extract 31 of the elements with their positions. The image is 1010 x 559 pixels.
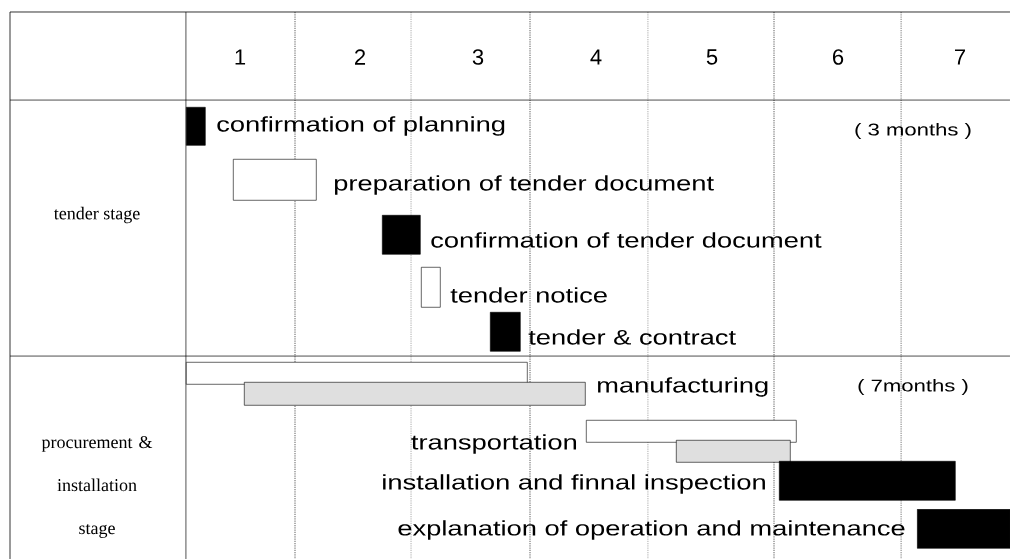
gantt-bar	[676, 440, 791, 463]
task-label: confirmation of tender document	[431, 232, 822, 248]
month-number: 5	[706, 49, 718, 65]
stage-label: procurement & installation stage	[41, 436, 153, 538]
task-label: confirmation of planning	[217, 116, 505, 136]
task-label: manufacturing	[598, 377, 768, 397]
month-number: 4	[590, 49, 602, 65]
gantt-bar	[490, 312, 521, 352]
task-label: installation and finnal inspection	[383, 474, 765, 494]
gantt-bar	[186, 107, 206, 146]
gantt-bar	[917, 509, 1010, 549]
duration-note: ( 3 months )	[855, 123, 971, 139]
gantt-bar	[586, 420, 797, 443]
month-number: 6	[833, 49, 844, 65]
duration-note: ( 7months )	[858, 379, 968, 395]
gantt-bar	[233, 159, 317, 201]
task-label: explanation of operation and maintenance	[398, 520, 905, 540]
month-number: 2	[355, 49, 365, 65]
stage-label: tender stage	[53, 206, 140, 224]
month-number: 7	[955, 49, 965, 65]
gantt-bar	[421, 267, 441, 308]
task-label: tender notice	[450, 287, 607, 303]
gantt-bar	[382, 215, 421, 255]
month-number: 3	[472, 49, 484, 65]
month-number: 1	[235, 49, 246, 65]
task-label: preparation of tender document	[334, 175, 714, 195]
gantt-bar	[244, 382, 586, 406]
gantt-bar	[186, 362, 528, 385]
task-label: tender & contract	[528, 329, 736, 345]
task-label: transportation	[411, 434, 576, 454]
gantt-bar	[779, 461, 956, 501]
